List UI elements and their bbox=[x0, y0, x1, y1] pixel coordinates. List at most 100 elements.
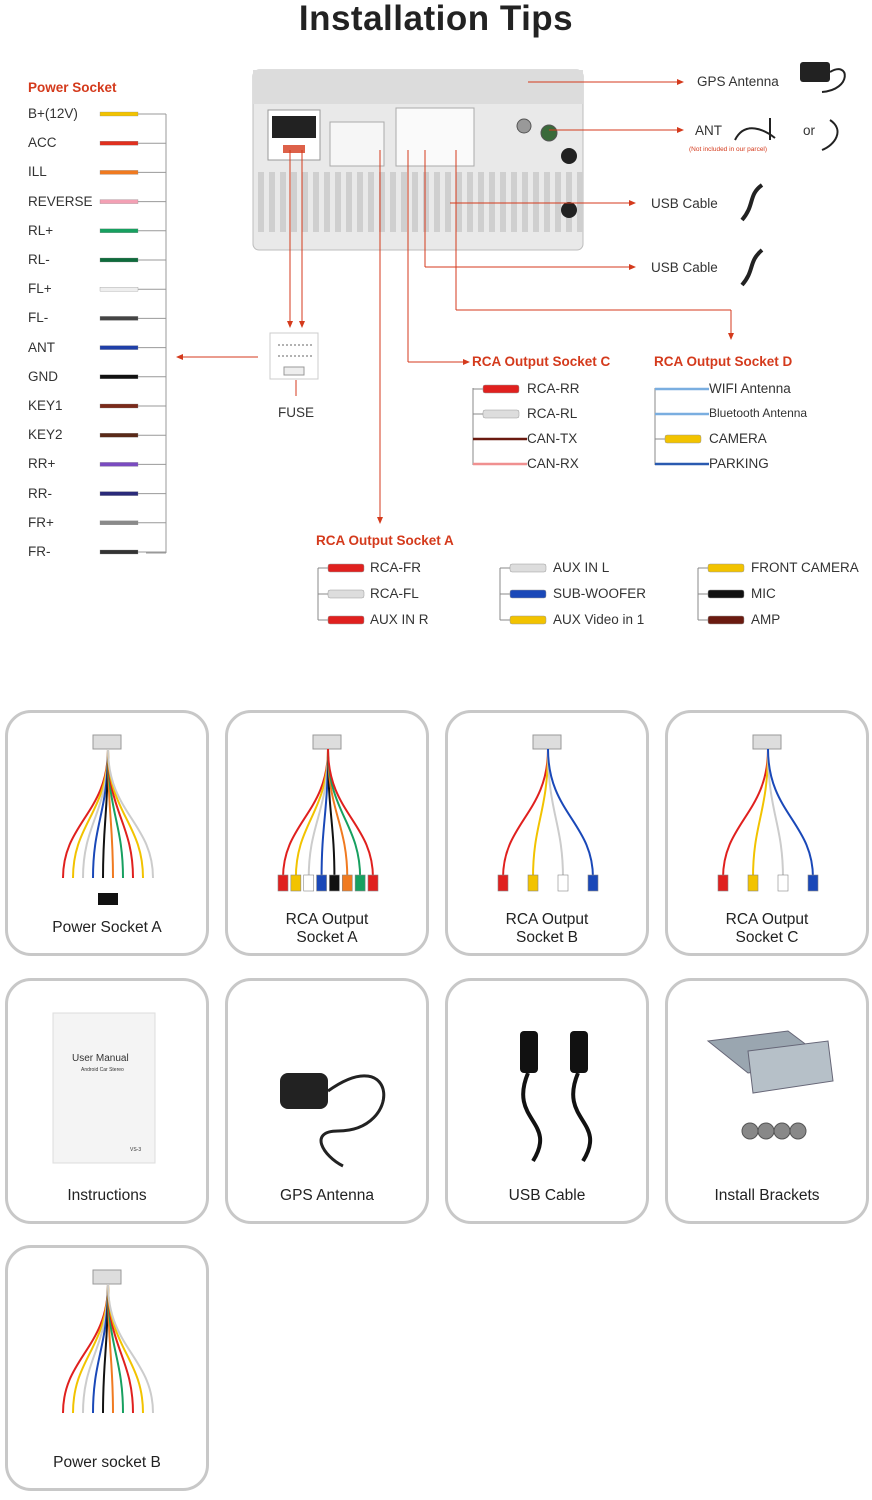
rca-c-label-1: RCA-RL bbox=[527, 406, 578, 421]
gps-antenna-label: GPS Antenna bbox=[697, 74, 779, 89]
rca-a-col1-label-2: AUX IN R bbox=[370, 612, 429, 627]
page-title: Installation Tips bbox=[298, 0, 574, 38]
power-pin-12: RR+ bbox=[28, 456, 56, 472]
manual-icon bbox=[52, 1012, 156, 1164]
power-wire-1 bbox=[99, 141, 139, 146]
rca-a-col2-plug-0 bbox=[500, 563, 547, 573]
or-text: or bbox=[803, 123, 816, 138]
ant-adapter-icon bbox=[821, 119, 839, 151]
wiring-diagram bbox=[99, 62, 846, 625]
manual-code: VS-3 bbox=[130, 1147, 142, 1153]
rca-a-col2-label-0: AUX IN L bbox=[553, 560, 610, 575]
power-pin-4: RL+ bbox=[28, 222, 54, 238]
power-wire-0 bbox=[99, 111, 139, 117]
gps-antenna-icon bbox=[280, 1073, 386, 1168]
parcel-card-rca-harness-c: RCA Output Socket C bbox=[665, 710, 869, 956]
ant-cable-icon bbox=[734, 118, 776, 141]
usb-cable-label-2: USB Cable bbox=[651, 260, 718, 275]
brackets-icon bbox=[706, 1030, 834, 1140]
parcel-card-power-harness: Power Socket A bbox=[5, 710, 209, 956]
rca-harness-a-icon bbox=[277, 734, 379, 892]
power-wire-7 bbox=[99, 316, 139, 321]
power-wire-4 bbox=[99, 228, 139, 233]
rca-d-plug-2 bbox=[655, 434, 702, 444]
power-wire-6 bbox=[99, 287, 139, 292]
parcel-caption: Instructions bbox=[67, 1187, 147, 1204]
rca-a-col3-plug-1 bbox=[698, 589, 745, 599]
fuse-box bbox=[269, 332, 319, 396]
ant-label: ANT bbox=[695, 123, 722, 138]
power-pin-2: ILL bbox=[28, 164, 47, 180]
parcel-card-gps-antenna: GPS Antenna bbox=[225, 978, 429, 1224]
parcel-caption: Power Socket A bbox=[52, 919, 162, 936]
rca-a-col1-plug-1 bbox=[318, 589, 365, 599]
rca-c-plug-0 bbox=[473, 384, 520, 394]
usb-cable-label-1: USB Cable bbox=[651, 196, 718, 211]
rca-a-col3-label-2: AMP bbox=[751, 612, 781, 627]
power-pin-14: FR+ bbox=[28, 514, 54, 530]
head-unit bbox=[252, 69, 584, 251]
rca-a-heading: RCA Output Socket A bbox=[316, 533, 454, 548]
power-pin-13: RR- bbox=[28, 485, 52, 501]
rca-harness-c-icon bbox=[717, 734, 819, 892]
rca-c-plug-1 bbox=[473, 409, 520, 419]
fuse-label: FUSE bbox=[278, 405, 315, 420]
power-wire-12 bbox=[99, 462, 139, 467]
power-wire-9 bbox=[99, 374, 139, 379]
power-pin-9: GND bbox=[28, 368, 58, 384]
rca-d-label-3: PARKING bbox=[709, 456, 769, 471]
rca-c-label-0: RCA-RR bbox=[527, 381, 580, 396]
rca-a-col1-plug-2 bbox=[318, 615, 365, 625]
gps-antenna-icon bbox=[800, 62, 846, 93]
rca-c-heading: RCA Output Socket C bbox=[472, 354, 611, 369]
rca-d-label-0: WIFI Antenna bbox=[709, 381, 791, 396]
power-wire-14 bbox=[99, 520, 139, 525]
parcel-card-rca-harness-b: RCA Output Socket B bbox=[445, 710, 649, 956]
rca-d-heading: RCA Output Socket D bbox=[654, 354, 793, 369]
parcel-caption: USB Cable bbox=[508, 1187, 586, 1204]
parcel-caption: Power socket B bbox=[53, 1454, 161, 1471]
power-wire-5 bbox=[99, 257, 139, 263]
rca-a-col2-plug-2 bbox=[500, 615, 547, 625]
power-pin-10: KEY1 bbox=[28, 398, 63, 413]
power-pin-6: FL+ bbox=[28, 281, 52, 297]
power-wire-8 bbox=[99, 345, 139, 350]
rca-c-label-3: CAN-RX bbox=[527, 456, 579, 471]
rca-d-label-2: CAMERA bbox=[709, 431, 767, 446]
ant-note: (Not included in our parcel) bbox=[689, 146, 768, 153]
rca-a-col3-plug-0 bbox=[698, 563, 745, 573]
power-harness-b-icon bbox=[62, 1269, 154, 1414]
power-pin-1: ACC bbox=[28, 135, 57, 151]
rca-a-col2-plug-1 bbox=[500, 589, 547, 599]
rca-a-col1-label-0: RCA-FR bbox=[370, 560, 421, 575]
power-pin-5: RL- bbox=[28, 252, 50, 267]
power-wire-11 bbox=[99, 433, 139, 438]
power-wire-13 bbox=[99, 491, 139, 496]
manual-subtitle: Android Car Stereo bbox=[81, 1067, 124, 1073]
power-wire-15 bbox=[99, 549, 139, 555]
parcel-caption: GPS Antenna bbox=[280, 1187, 374, 1204]
power-pin-3: REVERSE bbox=[28, 193, 93, 209]
parcel-card-brackets: Install Brackets bbox=[665, 978, 869, 1224]
rca-a-col1-label-1: RCA-FL bbox=[370, 586, 419, 601]
parcel-card-power-harness-b: Power socket B bbox=[5, 1245, 209, 1491]
rca-a-col3-label-1: MIC bbox=[751, 586, 776, 601]
rca-a-col3-label-0: FRONT CAMERA bbox=[751, 560, 859, 575]
rca-d-label-1: Bluetooth Antenna bbox=[709, 406, 808, 420]
power-wire-10 bbox=[99, 403, 139, 409]
power-pin-8: ANT bbox=[28, 339, 55, 355]
rca-a-col2-label-2: AUX Video in 1 bbox=[553, 612, 645, 627]
rca-a-col3-plug-2 bbox=[698, 615, 745, 625]
power-pin-15: FR- bbox=[28, 544, 51, 559]
rca-a-col1-plug-0 bbox=[318, 563, 365, 573]
usb-cable-icon bbox=[520, 1031, 593, 1163]
rca-a-col2-label-1: SUB-WOOFER bbox=[553, 586, 646, 601]
rca-c-label-2: CAN-TX bbox=[527, 431, 578, 446]
usb-cable-icon bbox=[740, 183, 764, 287]
rca-harness-b-icon bbox=[497, 734, 599, 892]
parcel-caption: Install Brackets bbox=[714, 1187, 820, 1204]
power-wire-3 bbox=[99, 199, 139, 204]
parcel-card-rca-harness-a: RCA Output Socket A bbox=[225, 710, 429, 956]
parcel-caption: RCA Output Socket C bbox=[725, 911, 809, 946]
